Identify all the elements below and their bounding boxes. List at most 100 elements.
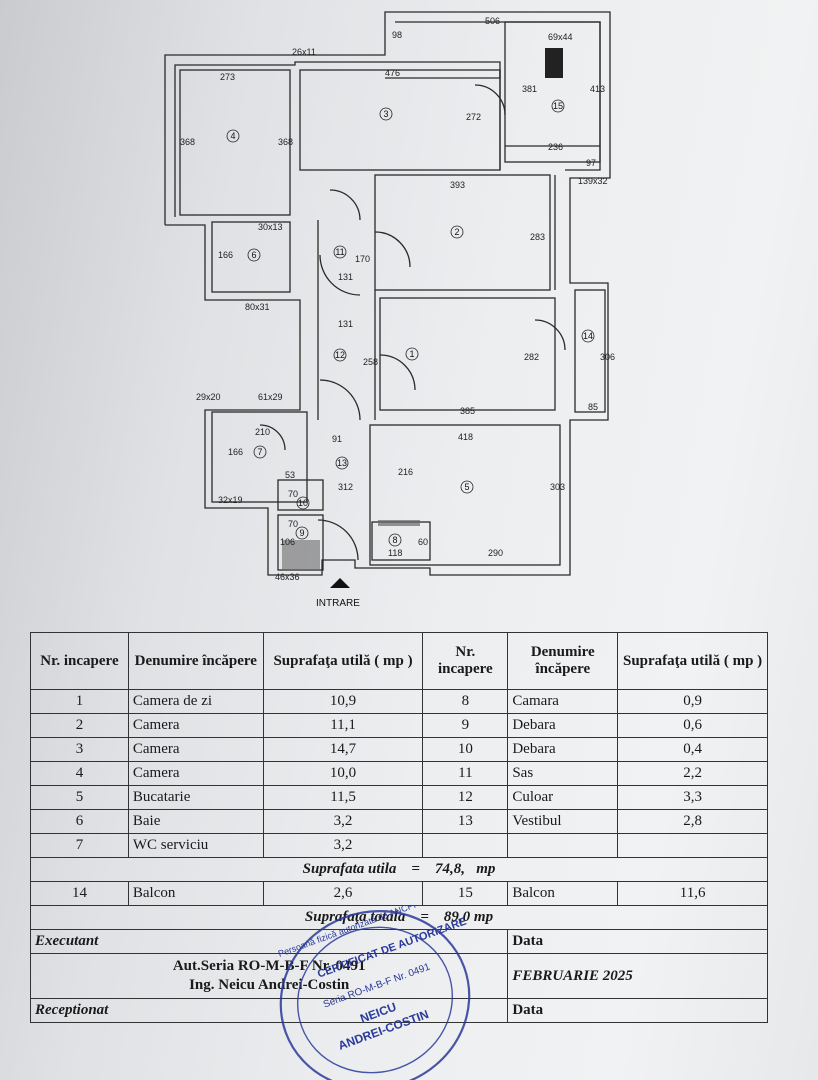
dim-label: 97 [586,158,596,168]
dim-label: 30x13 [258,222,283,232]
grand-total-label: Suprafaţa totala [304,909,406,925]
cell-area: 10,9 [262,689,424,714]
room-number: 7 [257,447,262,457]
receptionat-row: Receptionat Data [29,998,768,1023]
cell-area: 3,2 [262,809,424,834]
cell-name: Camera [127,761,264,786]
dim-label: 381 [522,84,537,94]
cell-area: 3,2 [262,833,424,858]
dim-label: 290 [488,548,503,558]
executant-details: Aut.Seria RO-M-B-F Nr. 0491 Ing. Neicu A… [29,953,509,999]
grand-total-eq: = [420,909,429,925]
floor-plan: 506 98 69x44 381 413 236 97 139x32 26x11… [164,11,615,609]
dim-label: 282 [524,352,539,362]
dim-label: 216 [398,467,413,477]
authorization-text: Aut.Seria RO-M-B-F Nr. 0491 [172,958,366,974]
rooms-table-container: Nr. incapere Denumire încăpere Suprafaţa… [29,632,768,1023]
dim-label: 53 [285,470,295,480]
dim-label: 272 [466,112,481,122]
dim-label: 303 [550,482,565,492]
dim-label: 210 [255,427,270,437]
cell-name: Bucatarie [127,785,264,810]
dim-label: 170 [355,254,370,264]
table-header-row: Nr. incapere Denumire încăpere Suprafaţa… [30,632,768,690]
dim-label: 91 [332,434,342,444]
dim-label: 61x29 [258,392,283,402]
dim-label: 69x44 [548,32,573,42]
cell-name: Balcon [127,881,264,906]
cell-nr: 5 [30,785,129,810]
cell-area2: 0,6 [617,713,768,738]
stamp-title: CERTIFICAT DE AUTORIZARE [316,915,468,980]
cell-area2: 11,6 [617,881,768,906]
room-number: 5 [464,482,469,492]
room-number: 8 [392,535,397,545]
executant-row: Executant Data [29,929,768,954]
cell-nr2: 9 [422,713,509,738]
header-area2: Suprafaţa utilă ( mp ) [617,632,768,690]
dim-label: 273 [220,72,235,82]
table-row: 6 Baie 3,2 13 Vestibul 2,8 [30,809,768,834]
engineer-name: Ing. Neicu Andrei-Costin [189,977,350,993]
cell-nr: 6 [30,809,129,834]
cell-nr2: 13 [422,809,509,834]
cell-nr: 4 [30,761,129,786]
cell-nr2: 8 [422,689,509,714]
dim-label: 236 [548,142,563,152]
grand-total: Suprafaţa totala = 89,0 mp [30,905,768,930]
room-number: 9 [299,528,304,538]
dim-label: 98 [392,30,402,40]
cell-name2: Debara [507,713,619,738]
authorization-stamp: Persoană fizică autorizată de ANCPI să e… [277,905,480,1080]
dim-label: 70 [288,489,298,499]
cell-area2: 2,2 [617,761,768,786]
header-name2: Denumire încăpere [507,632,619,690]
useful-area-total-row: Suprafata utila = 74,8, mp [30,857,768,882]
cell-nr: 7 [30,833,129,858]
useful-area-eq: = [411,861,420,877]
room-number: 11 [335,247,344,257]
dim-label: 368 [278,137,293,147]
room-number: 14 [583,331,593,341]
room-number: 15 [553,101,563,111]
cell-area2: 3,3 [617,785,768,810]
rooms-table: Nr. incapere Denumire încăpere Suprafaţa… [29,632,768,1023]
balcony-row: 14 Balcon 2,6 15 Balcon 11,6 [30,881,768,906]
entrance-label: INTRARE [316,598,360,609]
cell-nr: 14 [30,881,129,906]
cell-area2 [617,833,768,858]
cell-name2: Culoar [507,785,619,810]
room-number: 4 [230,131,235,141]
date-value: FEBRUARIE 2025 [507,953,768,999]
header-area: Suprafaţa utilă ( mp ) [262,632,424,690]
dim-label: 506 [485,16,500,26]
room-number: 2 [454,227,459,237]
room-number: 13 [337,458,347,468]
dim-label: 418 [458,432,473,442]
table-row: 5 Bucatarie 11,5 12 Culoar 3,3 [30,785,768,810]
cell-nr2: 12 [422,785,509,810]
room-number: 1 [409,349,414,359]
cell-nr2 [422,833,509,858]
table-row: 4 Camera 10,0 11 Sas 2,2 [30,761,768,786]
cell-nr2: 15 [422,881,509,906]
dim-label: 413 [590,84,605,94]
receptionat-label: Receptionat [29,998,509,1023]
room-number: 6 [251,250,256,260]
cell-name2: Balcon [507,881,619,906]
dim-label: 258 [363,357,378,367]
cell-area: 11,5 [262,785,424,810]
dim-label: 29x20 [196,392,221,402]
dim-label: 283 [530,232,545,242]
cell-area2: 2,8 [617,809,768,834]
entrance-arrow-icon [330,578,350,588]
useful-area-unit: mp [476,861,496,877]
dim-label: 26x11 [292,47,316,57]
cell-name2 [507,833,619,858]
header-name: Denumire încăpere [127,632,264,690]
cell-name2: Vestibul [507,809,619,834]
dim-label: 166 [228,447,243,457]
useful-area-label: Suprafata utila [302,861,397,877]
signature-row: Aut.Seria RO-M-B-F Nr. 0491 Ing. Neicu A… [29,953,768,999]
cell-name2: Camara [507,689,619,714]
